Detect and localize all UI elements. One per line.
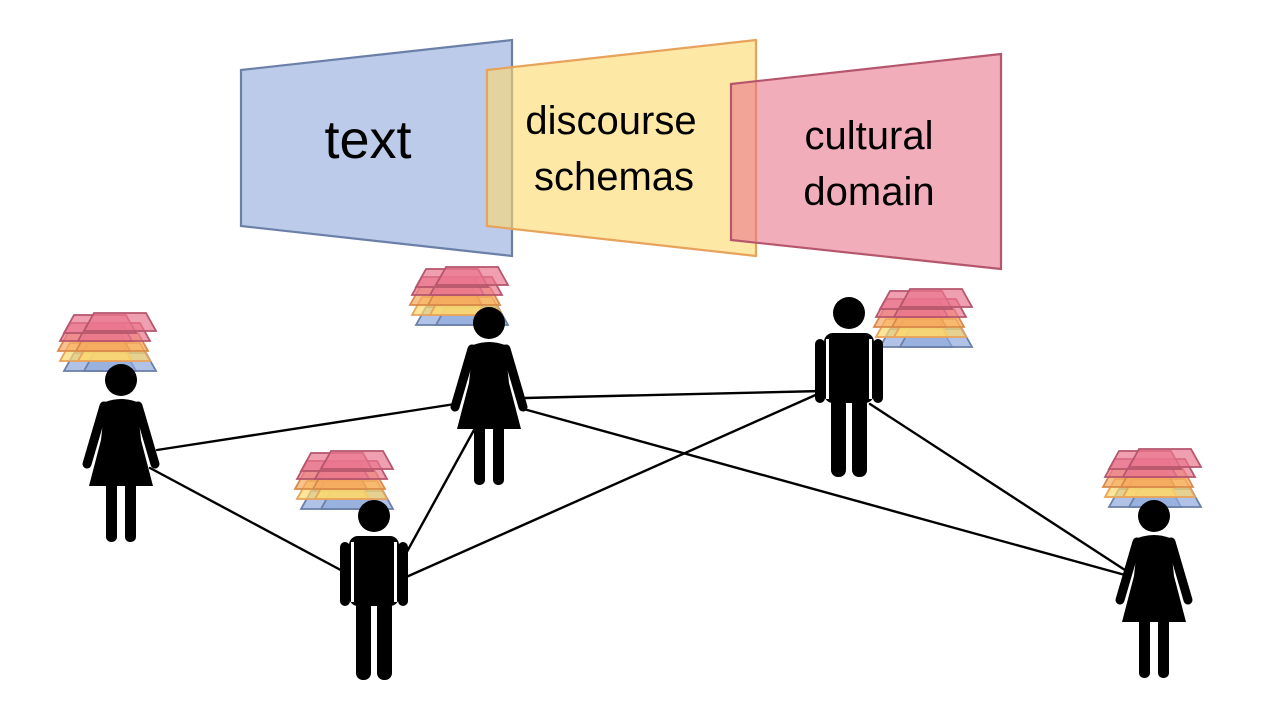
layer-sheet [82, 312, 158, 332]
panel-group: text discourse schemas cultural domain [239, 38, 1003, 271]
torso [824, 333, 874, 403]
head [105, 364, 137, 396]
cultural-domain-panel: cultural domain [729, 52, 1003, 271]
layer-sheet [898, 288, 974, 308]
arm-gap [869, 339, 872, 399]
arm [501, 344, 528, 412]
arm-gap [351, 542, 354, 602]
discourse-panel-label-line2: schemas [534, 155, 694, 199]
discourse-schemas-panel-shape [485, 38, 758, 258]
layer-stack [56, 312, 158, 372]
arm [1115, 537, 1142, 605]
layer-stack [293, 450, 395, 510]
arm [815, 339, 825, 403]
discourse-schemas-panel: discourse schemas [485, 38, 758, 258]
layer-stack [1101, 448, 1203, 508]
text-panel: text [239, 38, 514, 258]
arm [398, 542, 408, 606]
arm [873, 339, 883, 403]
layer-stack [872, 288, 974, 348]
cultural-panel-label-line2: domain [803, 170, 934, 214]
leg [106, 480, 117, 542]
leg [831, 397, 846, 477]
network-edges [148, 389, 1130, 580]
torso [349, 536, 399, 606]
connection-line [523, 389, 824, 400]
connection-line [402, 391, 822, 580]
layer-sheet [434, 266, 510, 286]
text-panel-label: text [324, 110, 411, 170]
head [473, 307, 505, 339]
person-female [82, 364, 160, 542]
arm [82, 401, 109, 469]
head [1138, 500, 1170, 532]
leg [852, 397, 867, 477]
cultural-domain-panel-shape [729, 52, 1003, 271]
leg [356, 600, 371, 680]
connection-line [155, 402, 457, 452]
dress [1122, 535, 1186, 622]
leg [474, 423, 485, 485]
person-female [1115, 500, 1193, 678]
leg [493, 423, 504, 485]
layer-sheet [1127, 448, 1203, 468]
leg [1158, 616, 1169, 678]
connection-line [518, 406, 1127, 577]
dress [457, 342, 521, 429]
arm-gap [826, 339, 829, 399]
text-panel-shape [239, 38, 514, 258]
person-male [815, 297, 883, 477]
people-group [82, 297, 1193, 680]
connection-line [868, 402, 1130, 574]
arm [340, 542, 350, 606]
connection-line [148, 466, 352, 577]
head [833, 297, 865, 329]
layer-stacks [56, 266, 1203, 510]
arm-gap [394, 542, 397, 602]
arm [1166, 537, 1193, 605]
cultural-panel-label-line1: cultural [805, 114, 934, 158]
discourse-panel-label-line1: discourse [525, 99, 696, 143]
arm [133, 401, 160, 469]
head [358, 500, 390, 532]
leg [125, 480, 136, 542]
person-male [340, 500, 408, 680]
arm [450, 344, 477, 412]
leg [1139, 616, 1150, 678]
layer-sheet [319, 450, 395, 470]
person-female [450, 307, 528, 485]
dress [89, 399, 153, 486]
leg [377, 600, 392, 680]
connection-line [396, 428, 476, 570]
